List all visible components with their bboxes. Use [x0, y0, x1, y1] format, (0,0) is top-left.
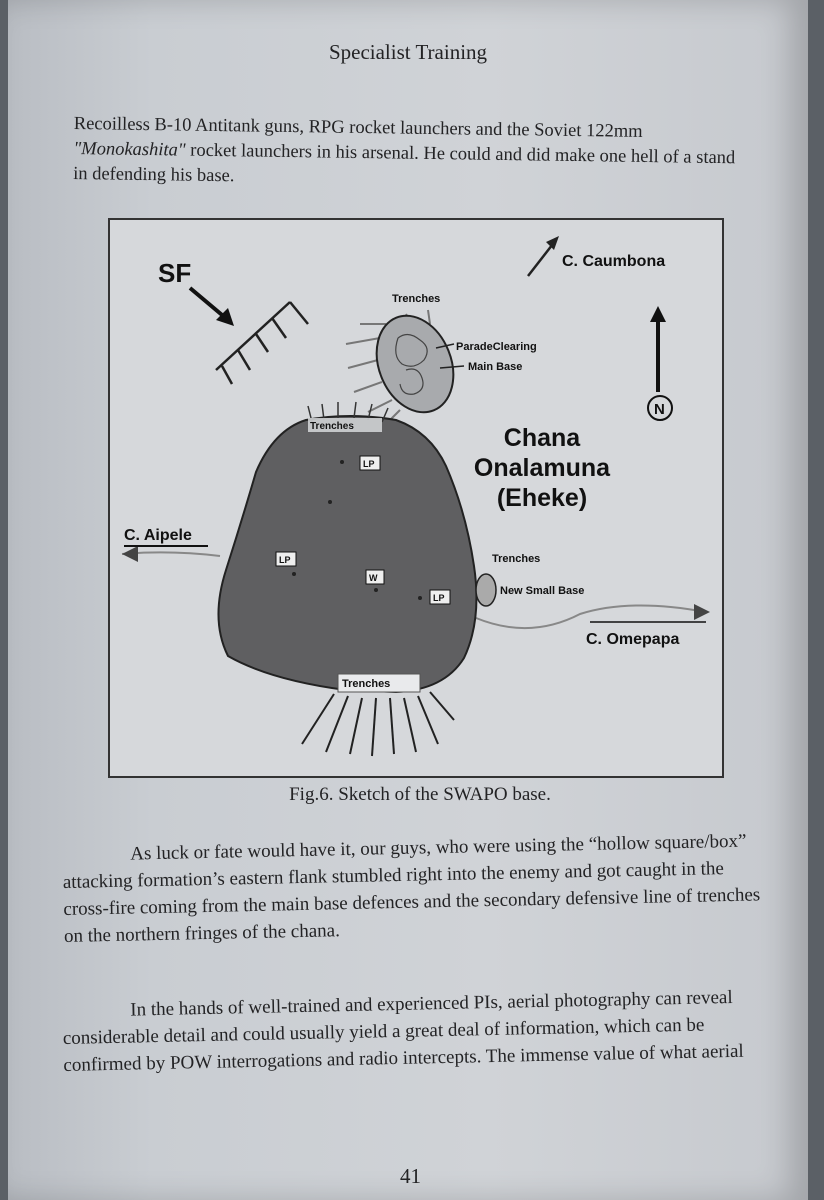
water-point: W — [365, 569, 385, 585]
svg-text:W: W — [369, 573, 378, 583]
chana-bottom-trench-lines — [301, 691, 455, 757]
listening-post-1: LP — [359, 455, 381, 471]
book-page: Specialist Training Recoilless B-10 Anti… — [8, 0, 808, 1200]
chana-name-line1: Chana — [504, 424, 582, 452]
chana-area — [217, 415, 478, 694]
body-paragraph-1: As luck or fate would have it, our guys,… — [62, 830, 761, 947]
running-head: Specialist Training — [328, 40, 488, 64]
svg-text:LP: LP — [363, 459, 375, 469]
chana-name-line3: (Eheke) — [497, 484, 587, 512]
aipele-label: C. Aipele — [124, 527, 192, 544]
parade-clearing-label: ParadeClearing — [456, 341, 537, 353]
sf-arrow-icon — [188, 286, 234, 326]
listening-post-3: LP — [429, 589, 451, 605]
caumbona-label: C. Caumbona — [562, 253, 665, 270]
listening-post-2: LP — [275, 551, 297, 567]
trenches-top-label: Trenches — [392, 293, 440, 305]
svg-text:N: N — [654, 401, 665, 418]
trenches-bottom-label: Trenches — [342, 678, 390, 690]
main-base-label: Main Base — [468, 361, 522, 373]
top-paragraph-start: Recoilless B-10 Antitank guns, RPG rocke… — [73, 113, 643, 142]
chana-name-line2: Onalamuna — [474, 454, 611, 482]
sf-label: SF — [158, 258, 191, 288]
body-paragraph-2: In the hands of well-trained and experie… — [62, 986, 744, 1076]
base-sketch-figure: SF C. Caumbona Trenches — [108, 218, 724, 778]
main-base-area — [375, 314, 455, 414]
page-number: 41 — [400, 1164, 421, 1188]
trenches-right-label: Trenches — [492, 553, 540, 565]
trenches-mid-label: Trenches — [310, 421, 354, 432]
top-paragraph-italic: "Monokashita" — [73, 138, 186, 161]
sf-assault-line-icon — [215, 301, 309, 385]
svg-text:LP: LP — [279, 555, 291, 565]
top-paragraph: Recoilless B-10 Antitank guns, RPG rocke… — [73, 112, 744, 196]
omepapa-label: C. Omepapa — [586, 631, 679, 648]
north-arrow-icon: N — [647, 306, 673, 421]
chana-position-marks — [292, 460, 422, 600]
new-small-base-area — [475, 573, 497, 607]
base-sketch-map: SF C. Caumbona Trenches — [121, 236, 710, 757]
figure-caption: Fig.6. Sketch of the SWAPO base. — [289, 784, 551, 805]
svg-text:LP: LP — [433, 593, 445, 603]
new-small-base-label: New Small Base — [500, 585, 584, 597]
